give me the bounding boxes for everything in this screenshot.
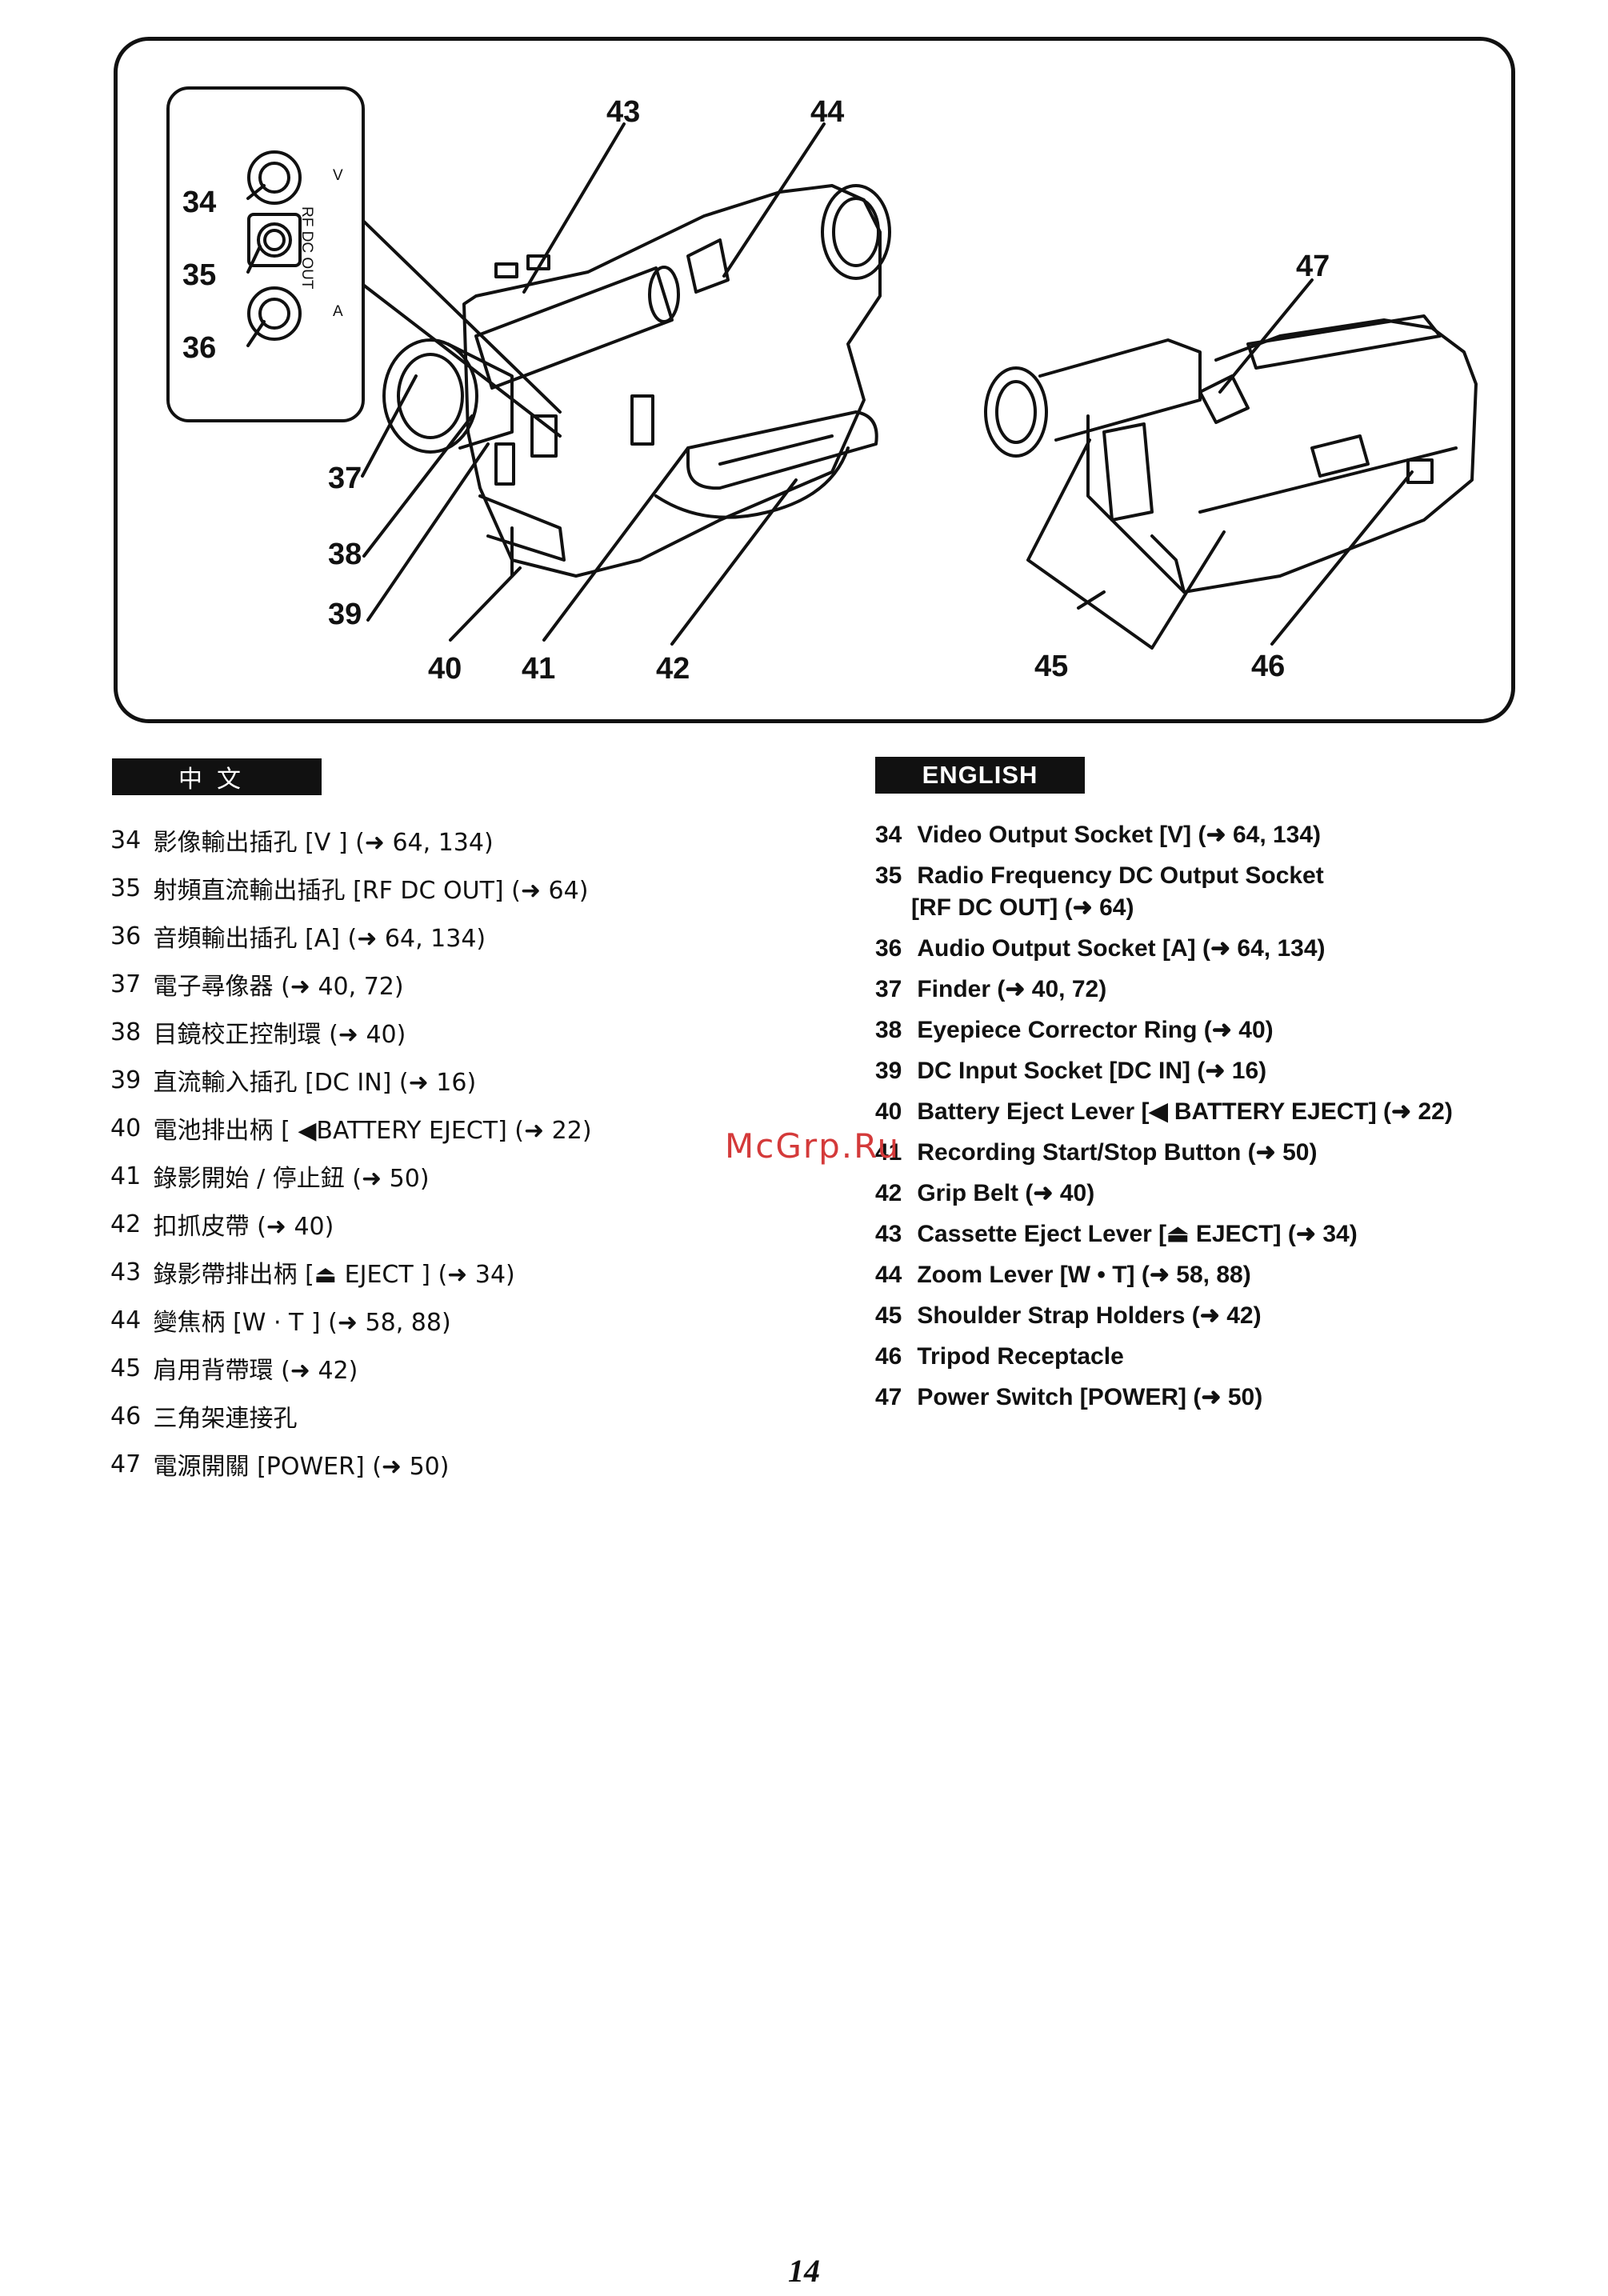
list-item: 42 Grip Belt (➜ 40) [875,1180,1095,1206]
list-item: 39 DC Input Socket [DC IN] (➜ 16) [875,1058,1267,1084]
english-section-header: ENGLISH [875,757,1085,794]
list-item: 35 Radio Frequency DC Output Socket[RF D… [875,862,1324,921]
finder-eyepiece-rear [984,366,1048,458]
list-item: 41 錄影開始 / 停止鈕 (➜ 50) [110,1162,430,1194]
camcorder-left-view [382,184,891,578]
jack-label-rf: RF DC OUT [298,206,315,290]
camcorder-right-view [984,314,1478,594]
list-item: 41 Recording Start/Stop Button (➜ 50) [875,1139,1318,1166]
chinese-parts-list: 34 影像輸出插孔 [V ] (➜ 64, 134) 35 射頻直流輸出插孔 [… [110,816,798,1488]
list-item: 38 Eyepiece Corrector Ring (➜ 40) [875,1017,1274,1043]
callout-44: 44 [810,95,844,129]
watermark: McGrp.Ru [725,1126,901,1166]
audio-jack [247,286,302,341]
power-switch [1198,374,1250,424]
list-item: 47 Power Switch [POWER] (➜ 50) [875,1384,1263,1410]
list-item: 35 射頻直流輸出插孔 [RF DC OUT] (➜ 64) [110,874,589,906]
list-item: 47 電源開關 [POWER] (➜ 50) [110,1450,450,1482]
grip-belt [686,410,878,490]
list-item: 37 Finder (➜ 40, 72) [875,976,1107,1002]
callout-40: 40 [428,652,462,686]
callout-38: 38 [328,538,362,571]
list-item: 44 變焦柄 [W · T ] (➜ 58, 88) [110,1306,451,1338]
list-item: 45 肩用背帶環 (➜ 42) [110,1354,358,1386]
callout-43: 43 [606,95,640,129]
list-item: 40 Battery Eject Lever [◀ BATTERY EJECT]… [875,1098,1453,1125]
list-item: 44 Zoom Lever [W • T] (➜ 58, 88) [875,1262,1251,1288]
list-item: 36 音頻輸出插孔 [A] (➜ 64, 134) [110,922,486,954]
list-item: 34 影像輸出插孔 [V ] (➜ 64, 134) [110,826,494,858]
video-jack [247,150,302,205]
list-item: 40 電池排出柄 [ ◀BATTERY EJECT] (➜ 22) [110,1114,592,1146]
english-parts-list: 34 Video Output Socket [V] (➜ 64, 134) 3… [875,814,1563,1418]
callout-36: 36 [182,331,216,365]
list-item: 43 錄影帶排出柄 [⏏ EJECT ] (➜ 34) [110,1258,515,1290]
callout-34: 34 [182,186,216,219]
rf-dc-out-jack [247,213,302,267]
callout-35: 35 [182,258,216,292]
lens-front [821,184,891,280]
list-item: 38 目鏡校正控制環 (➜ 40) [110,1018,406,1050]
page-number: 14 [788,2253,820,2289]
list-item: 34 Video Output Socket [V] (➜ 64, 134) [875,822,1322,848]
callout-39: 39 [328,598,362,631]
callout-45: 45 [1034,650,1068,683]
jack-panel-inset [166,86,365,422]
chinese-section-header: 中文 [112,758,322,795]
callout-46: 46 [1251,650,1285,683]
list-item: 43 Cassette Eject Lever [⏏ EJECT] (➜ 34) [875,1221,1358,1247]
callout-41: 41 [522,652,555,686]
illustration-frame [114,37,1515,723]
list-item: 42 扣抓皮帶 (➜ 40) [110,1210,334,1242]
list-item: 46 Tripod Receptacle [875,1343,1124,1370]
jack-label-v: V [333,167,343,184]
finder-eyepiece [382,338,478,454]
callout-37: 37 [328,462,362,495]
jack-label-a: A [333,303,343,320]
callout-47: 47 [1296,250,1330,283]
list-item: 45 Shoulder Strap Holders (➜ 42) [875,1302,1262,1329]
list-item: 36 Audio Output Socket [A] (➜ 64, 134) [875,935,1326,962]
list-item: 39 直流輸入插孔 [DC IN] (➜ 16) [110,1066,477,1098]
list-item: 46 三角架連接孔 [110,1402,298,1434]
callout-42: 42 [656,652,690,686]
camcorder-illustration: V RF DC OUT A 34 35 36 37 38 39 40 41 42… [166,86,1478,686]
list-item: 37 電子尋像器 (➜ 40, 72) [110,970,404,1002]
